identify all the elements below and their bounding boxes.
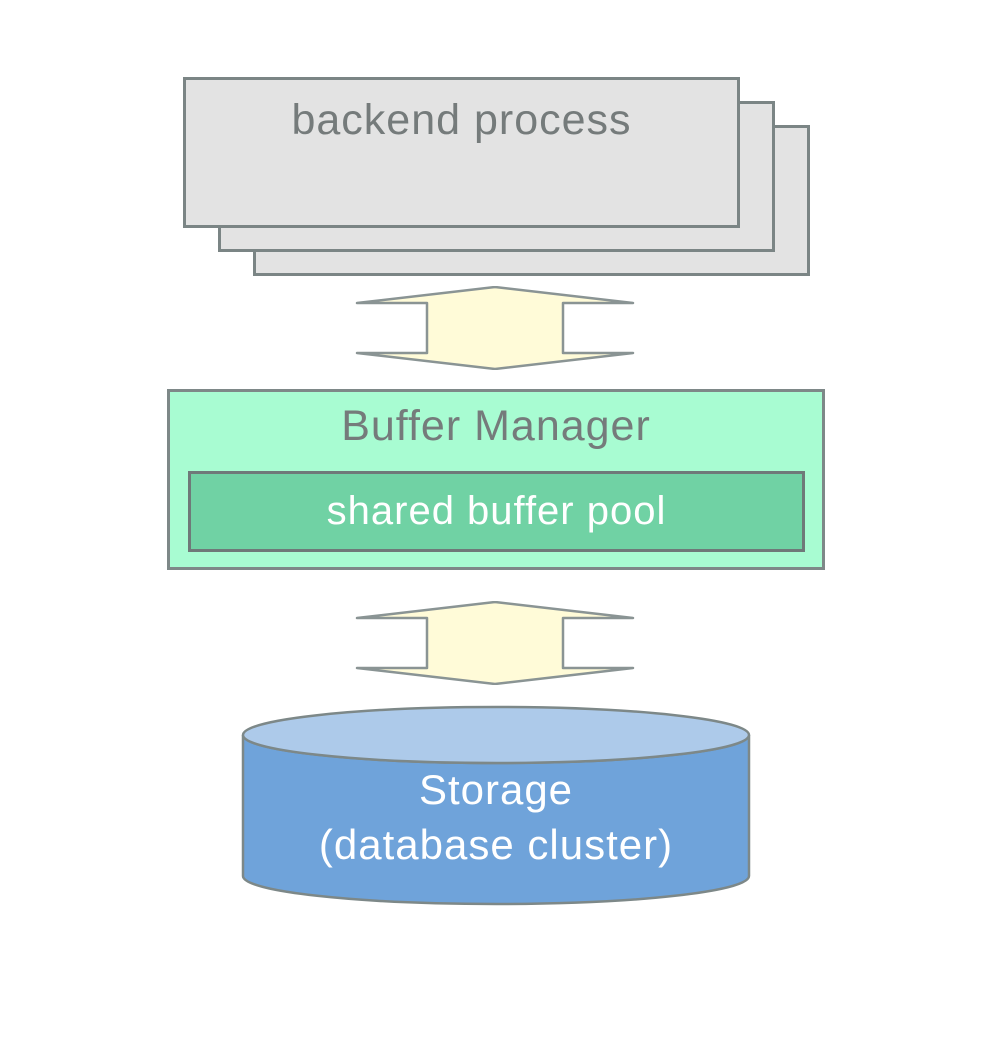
- backend-process-box-front: backend process: [183, 77, 740, 228]
- bidirectional-arrow-bottom: [355, 601, 635, 685]
- buffer-manager-label: Buffer Manager: [341, 402, 651, 450]
- storage-label-line1: Storage: [418, 766, 574, 813]
- backend-process-label: backend process: [291, 96, 632, 144]
- bidirectional-arrow-top-shape: [355, 286, 635, 370]
- storage-cylinder-top: [241, 705, 751, 765]
- storage-cylinder: [241, 705, 751, 906]
- shared-buffer-pool-label: shared buffer pool: [326, 489, 667, 533]
- bidirectional-arrow-bottom-shape: [355, 601, 635, 685]
- storage-label-line2: (database cluster): [318, 821, 674, 868]
- buffer-manager-box: Buffer Manager shared buffer pool: [167, 389, 825, 570]
- storage-label: Storage (database cluster): [243, 762, 749, 872]
- bidirectional-arrow-top: [355, 286, 635, 370]
- shared-buffer-pool-box: shared buffer pool: [188, 471, 805, 552]
